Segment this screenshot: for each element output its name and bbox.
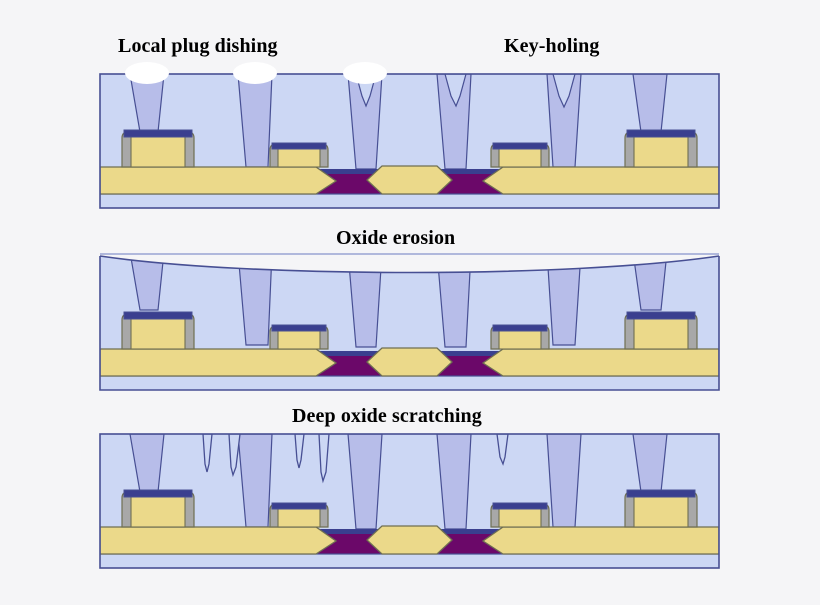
panel-3-group xyxy=(99,433,720,569)
panel-title-oxide-erosion: Oxide erosion xyxy=(336,227,456,249)
eroded-surface-curve xyxy=(99,255,720,274)
panel-title-key-holing: Key-holing xyxy=(504,35,600,57)
oxide-scratch-group xyxy=(202,434,509,484)
panel-1-group xyxy=(99,62,720,209)
plug-dishing-void-group xyxy=(125,62,387,84)
panel-title-local-plug-dishing: Local plug dishing xyxy=(118,35,278,57)
panel-title-deep-oxide-scratching: Deep oxide scratching xyxy=(292,405,482,427)
panel-2-group xyxy=(99,253,720,391)
